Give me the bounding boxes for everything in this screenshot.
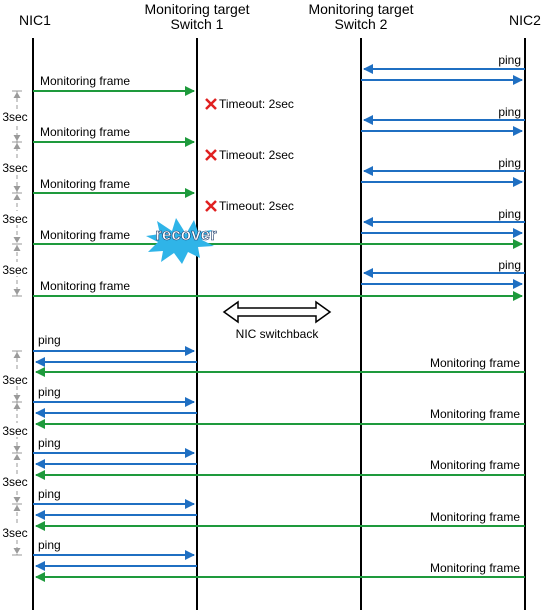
header-switch1-line1: Monitoring target <box>144 1 249 17</box>
cross-icon <box>205 98 217 110</box>
monitoring-frame-label: Monitoring frame <box>40 177 130 191</box>
double-arrow-icon <box>222 300 332 324</box>
monitoring-frames-top: Monitoring frame Monitoring frame Monito… <box>33 74 523 301</box>
svg-text:Timeout: 2sec: Timeout: 2sec <box>219 199 294 213</box>
monitoring-frame-label: Monitoring frame <box>40 125 130 139</box>
header-switch2-line2: Switch 2 <box>335 16 388 32</box>
header-nic2: NIC2 <box>509 12 541 28</box>
interval-label: 3sec <box>2 161 27 175</box>
monitoring-frame-label: Monitoring frame <box>430 407 520 421</box>
monitoring-frame-label: Monitoring frame <box>40 74 130 88</box>
ping-label: ping <box>38 385 61 399</box>
ping-label: ping <box>498 258 521 272</box>
cross-icon <box>205 200 217 212</box>
ping-label: ping <box>498 105 521 119</box>
recover-label: recover <box>155 225 217 244</box>
interval-label: 3sec <box>2 526 27 540</box>
timeouts: Timeout: 2sec Timeout: 2sec Timeout: 2se… <box>205 97 294 213</box>
interval-label: 3sec <box>2 110 27 124</box>
ping-label: ping <box>498 53 521 67</box>
ping-label: ping <box>38 487 61 501</box>
interval-markers-top: 3sec 3sec 3sec 3sec <box>2 90 28 297</box>
header-switch1-line2: Switch 1 <box>171 16 224 32</box>
interval-label: 3sec <box>2 263 27 277</box>
monitoring-frame-label: Monitoring frame <box>430 510 520 524</box>
ping-label: ping <box>38 333 61 347</box>
timeout-marker: Timeout: 2sec <box>205 148 294 162</box>
ping-label: ping <box>498 156 521 170</box>
interval-markers-bottom: 3sec 3sec 3sec 3sec <box>2 350 28 556</box>
ping-label: ping <box>38 538 61 552</box>
pings-nic1: ping ping ping ping ping <box>33 333 197 571</box>
monitoring-frame-label: Monitoring frame <box>40 279 130 293</box>
monitoring-frame-label: Monitoring frame <box>40 228 130 242</box>
svg-text:Timeout: 2sec: Timeout: 2sec <box>219 148 294 162</box>
interval-label: 3sec <box>2 373 27 387</box>
interval-label: 3sec <box>2 424 27 438</box>
ping-label: ping <box>498 207 521 221</box>
monitoring-frame-label: Monitoring frame <box>430 458 520 472</box>
nic-switchback: NIC switchback <box>222 300 332 341</box>
svg-text:Timeout: 2sec: Timeout: 2sec <box>219 97 294 111</box>
ping-label: ping <box>38 436 61 450</box>
header-nic1: NIC1 <box>19 12 51 28</box>
timeout-marker: Timeout: 2sec <box>205 199 294 213</box>
pings-nic2: ping ping ping ping ping <box>361 53 525 289</box>
header-switch2-line1: Monitoring target <box>308 1 413 17</box>
burst-icon <box>146 218 214 264</box>
switchback-label: NIC switchback <box>236 327 320 341</box>
monitoring-frame-label: Monitoring frame <box>430 356 520 370</box>
interval-label: 3sec <box>2 475 27 489</box>
interval-label: 3sec <box>2 212 27 226</box>
timeout-marker: Timeout: 2sec <box>205 97 294 111</box>
monitoring-frames-bottom: Monitoring frame Monitoring frame Monito… <box>35 356 525 582</box>
recover-burst: recover <box>146 218 217 264</box>
monitoring-frame-label: Monitoring frame <box>430 561 520 575</box>
cross-icon <box>205 149 217 161</box>
